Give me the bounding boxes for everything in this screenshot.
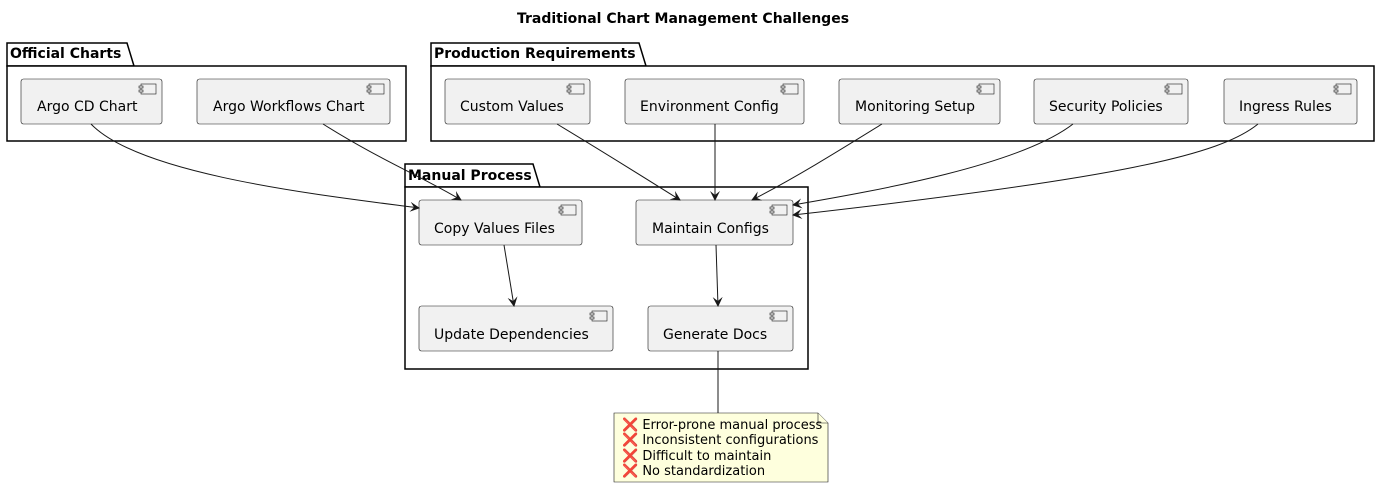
component-icon — [566, 83, 585, 95]
note-line-2: ❌ Inconsistent configurations — [622, 432, 819, 448]
edge-ingress-rules-to-maintain — [792, 123, 1259, 219]
component-label: Security Policies — [1049, 99, 1163, 115]
diagram-title: Traditional Chart Management Challenges — [517, 11, 849, 27]
component-monitoring-setup: Monitoring Setup — [838, 78, 1001, 125]
edge-argo-cd-to-copy-values — [90, 123, 420, 212]
component-label: Environment Config — [640, 99, 779, 115]
edge-copy-values-to-update-deps — [503, 244, 518, 307]
package-label-official-charts: Official Charts — [10, 46, 121, 62]
edge-custom-values-to-maintain — [556, 123, 681, 201]
component-security-policies: Security Policies — [1033, 78, 1189, 125]
component-label: Copy Values Files — [434, 221, 555, 237]
note-line-1: ❌ Error-prone manual process — [622, 417, 823, 433]
component-update-dependencies: Update Dependencies — [418, 305, 614, 352]
component-maintain-configs: Maintain Configs — [635, 199, 794, 246]
component-icon — [1333, 83, 1352, 95]
component-label: Argo CD Chart — [37, 99, 138, 115]
component-icon — [780, 83, 799, 95]
component-label: Generate Docs — [663, 327, 767, 343]
component-copy-values-files: Copy Values Files — [418, 199, 583, 246]
component-icon — [769, 310, 788, 322]
package-label-manual-process: Manual Process — [408, 168, 532, 184]
component-label: Maintain Configs — [652, 221, 769, 237]
note-line-4: ❌ No standardization — [622, 463, 765, 479]
component-label: Update Dependencies — [434, 327, 589, 343]
component-icon — [769, 204, 788, 216]
edge-security-policies-to-maintain — [792, 123, 1074, 209]
component-environment-config: Environment Config — [624, 78, 805, 125]
component-icon — [589, 310, 608, 322]
component-custom-values: Custom Values — [444, 78, 591, 125]
component-label: Custom Values — [460, 99, 564, 115]
component-ingress-rules: Ingress Rules — [1223, 78, 1358, 125]
edge-argo-workflows-to-copy-values — [322, 123, 462, 201]
edge-monitoring-setup-to-maintain — [751, 123, 883, 201]
component-icon — [558, 204, 577, 216]
note-challenges: ❌ Error-prone manual process ❌ Inconsist… — [613, 351, 829, 483]
component-argo-workflows-chart: Argo Workflows Chart — [196, 78, 391, 125]
component-label: Argo Workflows Chart — [213, 99, 365, 115]
component-icon — [1164, 83, 1183, 95]
component-argo-cd-chart: Argo CD Chart — [20, 78, 163, 125]
component-label: Ingress Rules — [1239, 99, 1332, 115]
component-icon — [366, 83, 385, 95]
note-line-3: ❌ Difficult to maintain — [622, 448, 771, 464]
edge-maintain-to-generate-docs — [712, 244, 723, 307]
component-icon — [976, 83, 995, 95]
component-icon — [138, 83, 157, 95]
component-label: Monitoring Setup — [855, 99, 975, 115]
component-generate-docs: Generate Docs — [647, 305, 794, 352]
package-label-production-requirements: Production Requirements — [434, 46, 636, 62]
